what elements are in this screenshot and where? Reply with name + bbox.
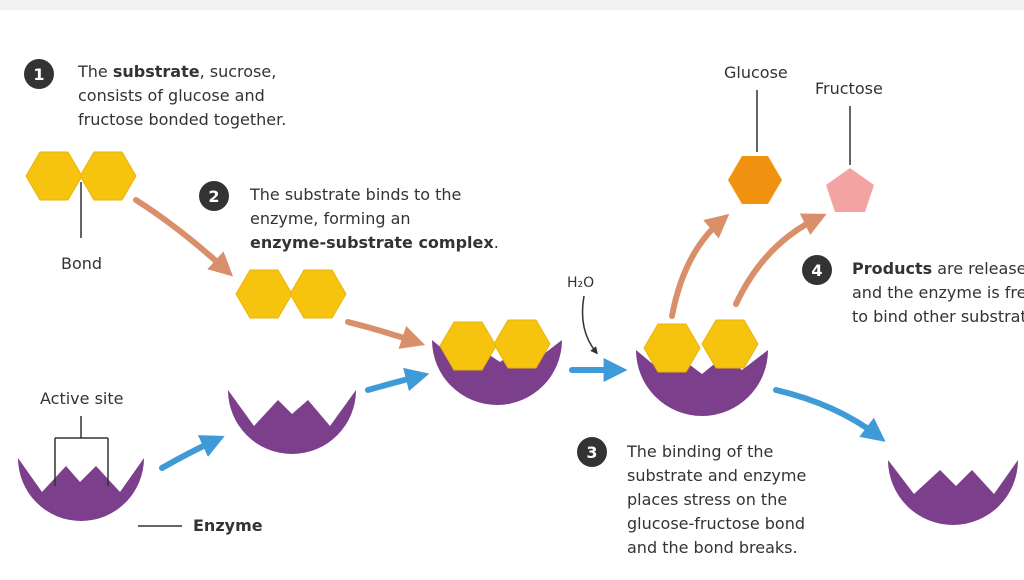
substrate-sucrose: [25, 151, 137, 201]
arrow-substrate-to-enzyme: [133, 197, 234, 277]
arrow-release-enzyme: [773, 387, 886, 442]
top-bar: [0, 0, 1024, 10]
stressed-complex: [636, 319, 768, 416]
fructose-product-pentagon: [826, 168, 874, 212]
arrow-enzyme-2-to-complex: [365, 367, 430, 393]
enzyme-shape: [888, 460, 1018, 525]
enzyme-label: Enzyme: [193, 516, 263, 535]
step-4-badge: 4: [802, 255, 832, 285]
glucose-label: Glucose: [724, 63, 788, 82]
water-label: H₂O: [567, 275, 595, 291]
fructose-hexagon: [79, 151, 137, 201]
step-4-text: Products are released and the enzyme is …: [852, 259, 1024, 326]
arrow-water: [581, 295, 598, 355]
enzyme-shape: [18, 458, 144, 521]
step-2-badge: 2: [199, 181, 229, 211]
bond-label: Bond: [61, 254, 103, 273]
arrow-substrate-to-complex: [345, 319, 426, 349]
substrate-approaching: [235, 269, 347, 319]
arrow-glucose-release: [669, 213, 730, 319]
step-1-text: The substrate, sucrose, consists of gluc…: [78, 62, 287, 129]
glucose-hexagon: [25, 151, 83, 201]
step-2-text: The substrate binds to the enzyme, formi…: [250, 185, 499, 252]
arrow-fructose-release: [733, 213, 827, 307]
enzyme-shape: [228, 390, 356, 454]
glucose-product-hexagon: [728, 156, 782, 204]
arrow-enzyme-1-to-2: [159, 435, 225, 471]
step-3-text: The binding of the substrate and enzyme …: [627, 442, 807, 557]
step-3-badge: 3: [577, 437, 607, 467]
active-site-bracket: [54, 416, 109, 486]
fructose-label: Fructose: [815, 79, 883, 98]
active-site-label: Active site: [40, 389, 124, 408]
step-1-badge: 1: [24, 59, 54, 89]
enzyme-substrate-complex: [432, 319, 562, 405]
